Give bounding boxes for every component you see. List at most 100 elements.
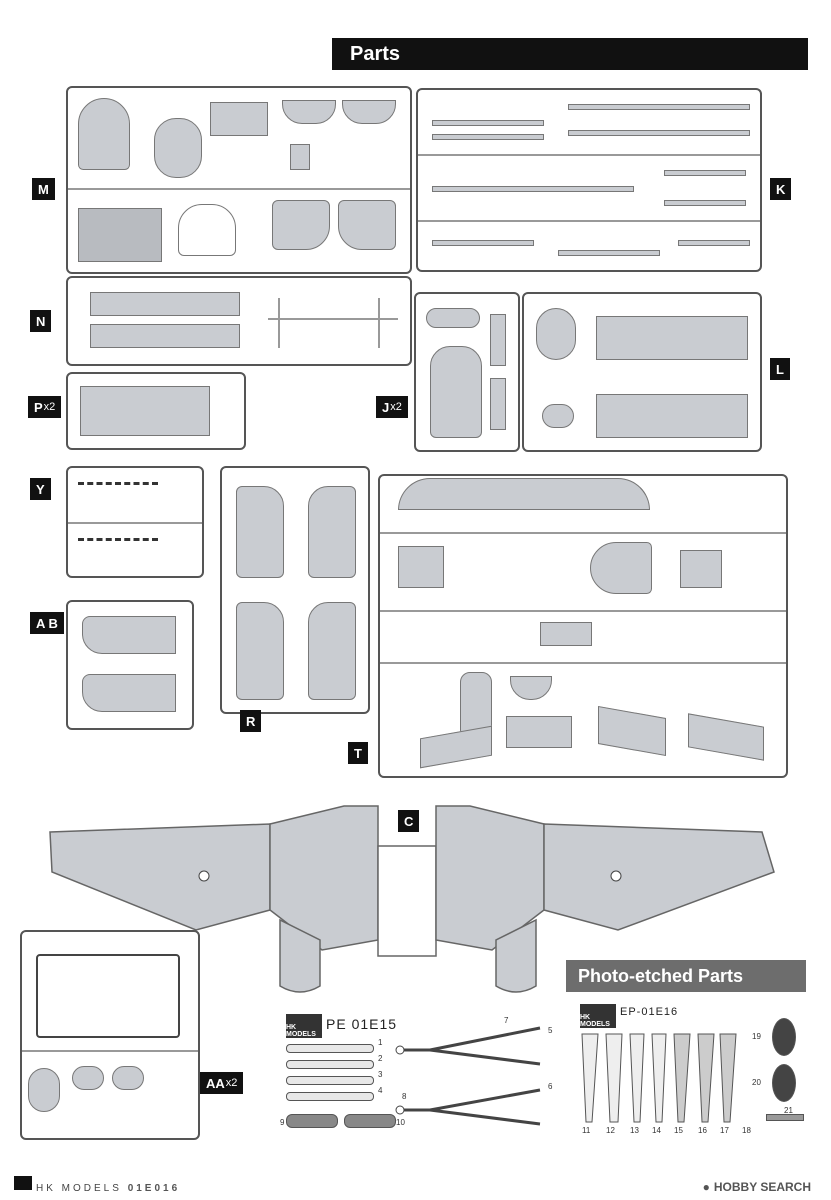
- pe-title-banner: Photo-etched Parts: [566, 960, 806, 992]
- sprue-t-runner: [380, 610, 786, 612]
- pe-oval: [772, 1018, 796, 1056]
- pe-strip: [766, 1114, 804, 1121]
- sprue-n-runner: [268, 318, 398, 320]
- sprue-k-part: [432, 186, 634, 192]
- sprue-m-part: [154, 118, 202, 178]
- pe-num: 14: [652, 1126, 661, 1135]
- pe2-logo: HK MODELS: [580, 1004, 616, 1028]
- sprue-label-c: C: [398, 810, 420, 832]
- sprue-aa-part: [28, 1068, 60, 1112]
- footer-code: 01E016: [127, 1183, 181, 1194]
- pe-flap: [629, 1033, 645, 1123]
- nacelle-right: [495, 918, 537, 993]
- sprue-j-mult: x2: [390, 401, 402, 413]
- pe-flap: [719, 1033, 737, 1123]
- sprue-m-part: [282, 100, 336, 124]
- sprue-j-part: [490, 314, 506, 366]
- sprue-t-part: [680, 550, 722, 588]
- sprue-aa-part: [72, 1066, 104, 1090]
- sprue-aa-runner: [22, 1050, 198, 1052]
- pe1-logo-text: HK MODELS: [286, 1024, 316, 1038]
- sprue-l-part: [542, 404, 574, 428]
- sprue-ab-part: [82, 674, 176, 712]
- pe-num: 4: [378, 1086, 383, 1095]
- sprue-r-part: [236, 602, 284, 700]
- sprue-m-part: [78, 98, 130, 170]
- sprue-t-part: [510, 676, 552, 700]
- sprue-label-l: L: [770, 358, 790, 380]
- pe-flap: [651, 1033, 667, 1123]
- sprue-n-runner: [278, 298, 280, 348]
- pe-flap: [697, 1033, 715, 1123]
- pe-harness-upper: [400, 1026, 541, 1066]
- sprue-m-part: [272, 200, 330, 250]
- sprue-k-part: [678, 240, 750, 246]
- sprue-t: [378, 474, 788, 778]
- pe-title: Photo-etched Parts: [578, 965, 744, 986]
- sprue-k-part: [664, 170, 746, 176]
- nacelle-left: [279, 918, 321, 993]
- sprue-t-part: [420, 725, 492, 769]
- sprue-t-part: [598, 706, 666, 756]
- pe-num: 7: [504, 1016, 509, 1025]
- sprue-label-t: T: [348, 742, 368, 764]
- footer-brand: HK MODELS 01E016: [36, 1183, 180, 1194]
- wing-left-panel: [49, 823, 271, 931]
- pe-belt: [286, 1044, 374, 1053]
- sprue-j: [414, 292, 520, 452]
- pe-num: 17: [720, 1126, 729, 1135]
- pe-num: 5: [548, 1026, 553, 1035]
- sprue-m-part: [338, 200, 396, 250]
- sprue-n: [66, 276, 412, 366]
- footer: HK MODELS 01E016 ● HOBBY SEARCH: [0, 1176, 831, 1200]
- sprue-k-part: [558, 250, 660, 256]
- pe-num: 20: [752, 1078, 761, 1087]
- pe-num: 21: [784, 1106, 793, 1115]
- pe2-code: EP-01E16: [620, 1006, 679, 1018]
- sprue-l: [522, 292, 762, 452]
- sprue-t-part: [398, 478, 650, 510]
- sprue-aa-part: [112, 1066, 144, 1090]
- sprue-t-runner: [380, 532, 786, 534]
- sprue-m: [66, 86, 412, 274]
- sprue-l-part: [596, 394, 748, 438]
- sprue-r-part: [308, 602, 356, 700]
- sprue-p-part: [80, 386, 210, 436]
- sprue-r-part: [236, 486, 284, 578]
- sprue-t-part: [540, 622, 592, 646]
- pe-num: 15: [674, 1126, 683, 1135]
- pe-flap: [673, 1033, 691, 1123]
- sprue-r-part: [308, 486, 356, 578]
- sprue-k-runner: [418, 154, 760, 156]
- pe-grille: [286, 1114, 338, 1128]
- pe-harness-buckle: [395, 1105, 405, 1115]
- wing-rivet: [610, 870, 622, 882]
- pe-num: 10: [396, 1118, 405, 1127]
- pe-num: 1: [378, 1038, 383, 1047]
- sprue-c-wing: [49, 805, 775, 993]
- sprue-t-part: [506, 716, 572, 748]
- sprue-y-part: [78, 482, 158, 511]
- pe-num: 2: [378, 1054, 383, 1063]
- parts-title-banner: Parts: [332, 38, 808, 70]
- sprue-label-m: M: [32, 178, 55, 200]
- pe-belt: [286, 1060, 374, 1069]
- sprue-label-n: N: [30, 310, 52, 332]
- sprue-label-r: R: [240, 710, 262, 732]
- pe-num: 16: [698, 1126, 707, 1135]
- pe-belt: [286, 1092, 374, 1101]
- sprue-n-part: [90, 292, 240, 316]
- pe-harness-buckle: [395, 1045, 405, 1055]
- sprue-m-part: [178, 204, 236, 256]
- sprue-t-part: [398, 546, 444, 588]
- sprue-m-runner: [68, 188, 410, 190]
- sprue-k-part: [432, 240, 534, 246]
- pe-num: 9: [280, 1118, 285, 1127]
- sprue-p-mult: x2: [43, 401, 56, 413]
- pe-num: 18: [742, 1126, 751, 1135]
- sprue-k-part: [568, 130, 750, 136]
- pe2-logo-text: HK MODELS: [580, 1014, 610, 1028]
- pe-num: 3: [378, 1070, 383, 1079]
- wing-right-panel: [543, 823, 775, 931]
